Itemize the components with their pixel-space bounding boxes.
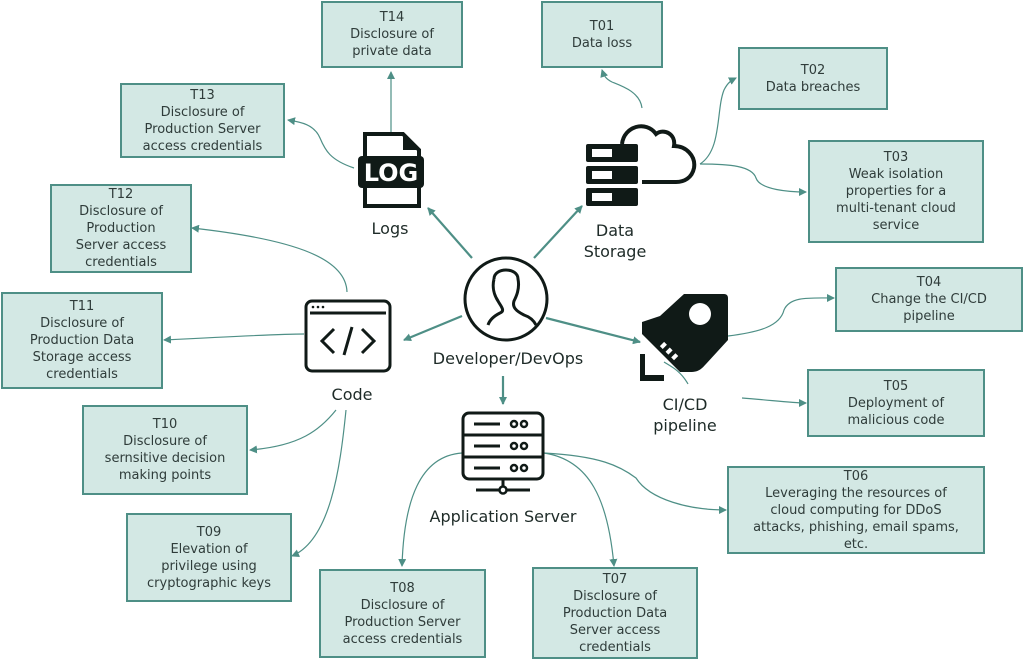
threat-id: T04	[916, 275, 942, 290]
cicd-label: CI/CD pipeline	[653, 395, 717, 435]
threat-text: Disclosure of sernsitive decision making…	[104, 434, 226, 483]
threat-id: T08	[390, 580, 415, 596]
link-code-t10	[249, 409, 337, 454]
threat-text: Data breaches	[765, 79, 861, 95]
threat-box-t13: T13 Disclosure of Production Server acce…	[120, 83, 285, 158]
link-code-t11	[163, 333, 305, 344]
threat-text: Deployment of malicious code	[847, 395, 945, 428]
link-storage-t01	[600, 69, 643, 109]
threat-text: Disclosure of Production Server access c…	[342, 597, 463, 647]
threat-id: T12	[108, 187, 134, 202]
arrow-center-to-logs	[427, 207, 473, 259]
arrow-center-to-code	[403, 314, 463, 342]
threat-box-t09: T09 Elevation of privilege using cryptog…	[126, 513, 292, 602]
link-code-t12	[191, 224, 348, 293]
threat-id: T14	[379, 10, 405, 25]
svg-text:LOG: LOG	[364, 159, 419, 187]
threat-box-t04: T04 Change the CI/CD pipeline	[835, 267, 1023, 332]
link-storage-t03	[699, 163, 807, 196]
threat-box-t02: T02 Data breaches	[738, 47, 888, 110]
threat-text: Disclosure of Production Data Server acc…	[562, 588, 668, 655]
threat-text: Disclosure of Production Server access c…	[142, 104, 263, 154]
threat-box-t03: T03 Weak isolation properties for a mult…	[808, 140, 984, 243]
appserver-label: Application Server	[429, 507, 577, 526]
center-label: Developer/DevOps	[432, 349, 584, 368]
arrow-center-to-cicd	[545, 316, 641, 345]
threat-text: Weak isolation properties for a multi-te…	[836, 167, 956, 233]
threat-id: T05	[883, 378, 909, 394]
threat-id: T10	[152, 417, 178, 432]
rocket-pipeline-icon	[640, 294, 728, 381]
threat-text: Disclosure of Production Data Storage ac…	[29, 316, 135, 382]
threat-box-t07: T07 Disclosure of Production Data Server…	[532, 567, 698, 659]
code-window-icon	[304, 299, 392, 373]
threat-id: T11	[69, 299, 95, 314]
threat-text: Change the CI/CD pipeline	[871, 292, 987, 324]
threat-id: T07	[602, 571, 628, 587]
log-file-icon: LOG	[358, 132, 424, 208]
link-logs-t13	[287, 117, 355, 169]
threat-box-t10: T10 Disclosure of sernsitive decision ma…	[82, 405, 248, 495]
threat-text: Leveraging the resources of cloud comput…	[753, 485, 959, 552]
user-icon	[463, 256, 549, 342]
link-cicd-t05	[741, 397, 807, 407]
threat-text: Data loss	[571, 35, 633, 51]
cloud-storage-icon	[586, 124, 697, 206]
threat-box-t14: T14 Disclosure of private data	[321, 1, 463, 68]
link-appserver-t07	[543, 452, 618, 567]
threat-box-t05: T05 Deployment of malicious code	[807, 369, 985, 437]
link-storage-t02	[699, 77, 737, 165]
threat-id: T02	[800, 62, 826, 78]
logs-label: Logs	[371, 219, 409, 238]
threat-text: Disclosure of private data	[350, 27, 434, 59]
server-icon	[461, 411, 545, 495]
storage-label: Data Storage	[583, 221, 647, 261]
threat-text: Elevation of privilege using cryptograph…	[147, 541, 271, 591]
threat-box-t06: T06 Leveraging the resources of cloud co…	[727, 466, 985, 554]
threat-id: T06	[843, 468, 869, 484]
threat-id: T13	[190, 87, 215, 103]
threat-box-t01: T01 Data loss	[541, 1, 663, 68]
arrow-center-to-storage	[533, 205, 583, 259]
link-appserver-t06	[543, 452, 727, 514]
threat-id: T03	[883, 150, 909, 165]
threat-text: Disclosure of Production Server access c…	[75, 204, 167, 270]
link-appserver-t08	[398, 452, 463, 567]
link-cicd-t04	[727, 293, 835, 337]
threat-id: T01	[589, 18, 615, 34]
threat-box-t08: T08 Disclosure of Production Server acce…	[319, 569, 486, 658]
code-label: Code	[331, 385, 373, 404]
link-code-t09	[291, 409, 347, 557]
threat-box-t12: T12 Disclosure of Production Server acce…	[50, 184, 192, 273]
link-cicd-curve	[663, 361, 689, 385]
threat-box-t11: T11 Disclosure of Production Data Storag…	[1, 292, 163, 389]
threat-id: T09	[196, 524, 222, 540]
